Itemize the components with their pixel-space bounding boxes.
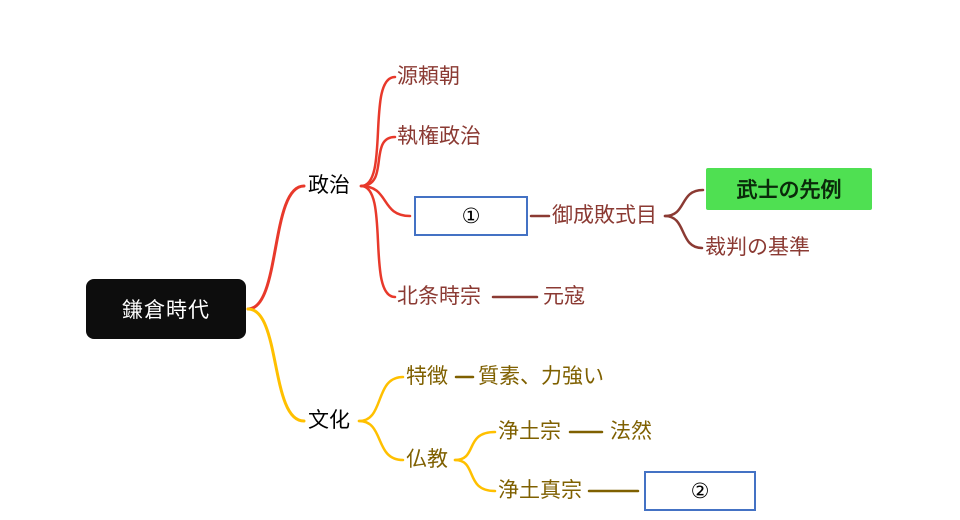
node-goseibai-shikimoku: 御成敗式目 (552, 204, 657, 227)
answer-box-2[interactable]: ② (644, 471, 756, 511)
node-saiban-no-kijun: 裁判の基準 (705, 236, 810, 259)
branch-politics: 政治 (308, 174, 350, 197)
root-label: 鎌倉時代 (122, 299, 210, 322)
highlight-bushi-no-senrei: 武士の先例 (706, 168, 872, 210)
connector-root-politics (246, 184, 306, 311)
connector-goseibai-saiban (663, 214, 704, 250)
node-tokucho: 特徴 (406, 365, 448, 388)
node-jodoshu: 浄土宗 (498, 420, 561, 443)
root-node-kamakura: 鎌倉時代 (86, 279, 246, 339)
connector-culture-tokucho (357, 375, 405, 423)
node-shikken-seiji: 執権政治 (397, 125, 481, 148)
node-honen: 法然 (610, 420, 652, 443)
connector-bukkyo-jodoshu (453, 430, 497, 462)
connector-root-culture (246, 307, 306, 423)
connector-goseibai-bushi (663, 188, 705, 218)
node-jodo-shinshu: 浄土真宗 (498, 479, 582, 502)
node-minamoto-yoritomo: 源頼朝 (397, 65, 460, 88)
answer-box-2-label: ② (690, 479, 710, 503)
connector-politics-shikken (359, 135, 397, 188)
answer-box-1[interactable]: ① (414, 196, 528, 236)
connector-politics-yoritomo (359, 75, 397, 188)
connector-politics-hojo (359, 184, 397, 299)
highlight-label: 武士の先例 (736, 179, 842, 202)
connector-bukkyo-jodoshinshu (453, 458, 497, 493)
node-bukkyo: 仏教 (406, 448, 448, 471)
node-hojo-tokimune: 北条時宗 (397, 285, 481, 308)
connector-politics-blank1 (359, 184, 412, 218)
node-tokucho-description: 質素、力強い (478, 365, 604, 388)
node-genko: 元寇 (543, 285, 585, 308)
branch-culture: 文化 (308, 409, 350, 432)
answer-box-1-label: ① (461, 204, 481, 228)
connector-culture-bukkyo (357, 419, 405, 462)
